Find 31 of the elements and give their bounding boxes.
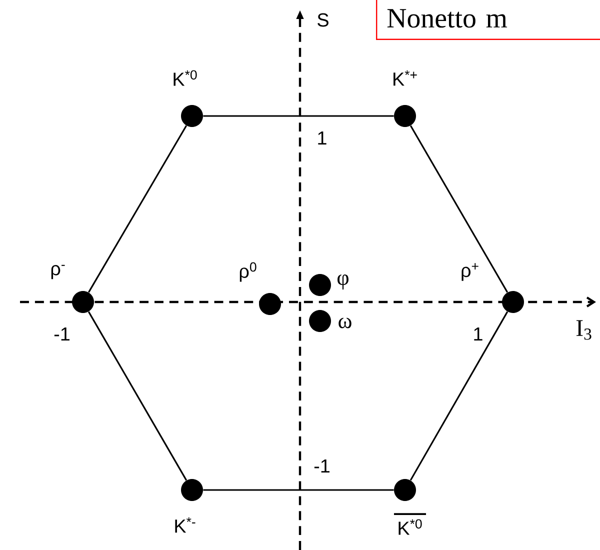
hexagon-side <box>410 125 508 293</box>
tick-label: -1 <box>52 326 72 342</box>
particle-label: ρ$^{0}$ <box>240 262 256 282</box>
hexagon-side <box>203 489 394 491</box>
hexagon-side <box>88 311 188 481</box>
title-box: Nonetto m <box>376 0 600 40</box>
particle-label: K$^{*+}$ <box>394 70 417 86</box>
particle-dot <box>72 291 94 313</box>
particle-dot <box>181 479 203 501</box>
particle-label: φ <box>338 274 348 290</box>
particle-dot <box>394 479 416 501</box>
particle-dot <box>309 274 331 296</box>
particle-dot <box>394 105 416 127</box>
particle-label: K$^{*0}$ <box>174 70 197 86</box>
particle-dot <box>181 105 203 127</box>
hexagon-side <box>410 311 508 481</box>
particle-label: K$^{*-}$ <box>175 517 196 533</box>
particle-label: ρ$^{-}$ <box>51 264 65 280</box>
particle-label: K$^{*0}$ <box>398 519 422 535</box>
particle-label: ρ$^{+}$ <box>462 263 478 281</box>
axis-label: S <box>316 12 330 28</box>
particle-dot <box>309 310 331 332</box>
axis-label: I$_{3}$ <box>574 319 594 341</box>
particle-label: ω <box>338 318 352 328</box>
tick-label: 1 <box>472 326 484 342</box>
hexagon-side <box>88 125 188 293</box>
particle-dot <box>502 291 524 313</box>
tick-label: 1 <box>316 130 328 146</box>
hexagon-side <box>203 115 394 117</box>
particle-dot <box>259 293 281 315</box>
tick-label: -1 <box>312 458 332 474</box>
